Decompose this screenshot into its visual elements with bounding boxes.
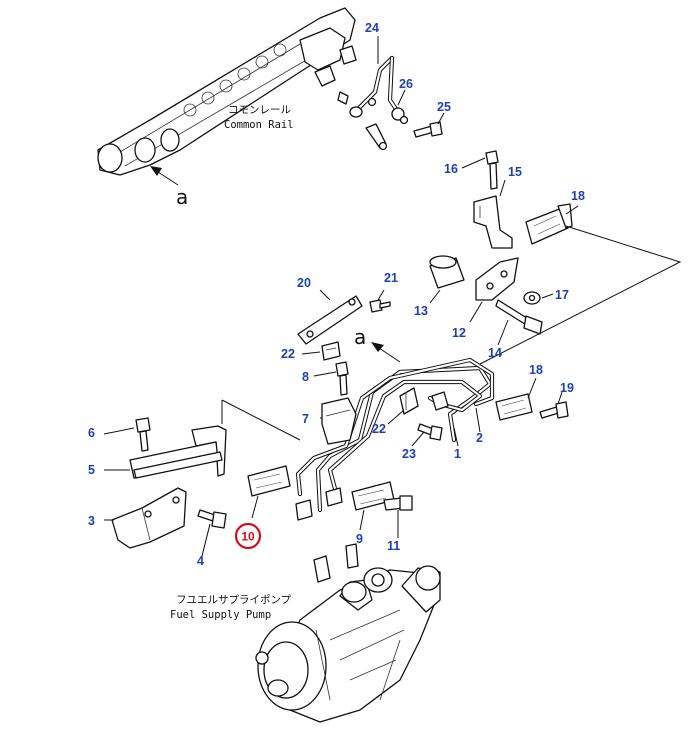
clamp-22-top (321, 341, 341, 361)
highlighted-callout-10[interactable]: 10 (234, 522, 262, 550)
callout-17[interactable]: 17 (555, 288, 569, 302)
clamp-10 (247, 465, 291, 497)
bolt-19 (539, 401, 569, 419)
bolt-23 (417, 423, 443, 441)
bracket-3 (111, 487, 187, 549)
bolt-6 (135, 417, 151, 452)
callout-4[interactable]: 4 (197, 554, 204, 568)
highlight-circle (234, 522, 262, 550)
spacer-13 (429, 255, 465, 289)
bolt-16 (485, 150, 499, 190)
view-marker-a-mid: a (354, 325, 366, 349)
callout-6[interactable]: 6 (88, 426, 95, 440)
return-pipe-24 (349, 55, 409, 151)
callout-20[interactable]: 20 (297, 276, 311, 290)
injection-pipes (295, 357, 495, 521)
callout-25[interactable]: 25 (437, 100, 451, 114)
clamp-7 (321, 397, 357, 445)
view-arrow-mid: a (354, 325, 401, 363)
callout-11[interactable]: 11 (387, 539, 400, 553)
washer-17 (523, 291, 541, 305)
callout-19[interactable]: 19 (560, 381, 574, 395)
callout-1[interactable]: 1 (454, 447, 461, 461)
fuel-pump-label-en: Fuel Supply Pump (170, 609, 271, 621)
callout-13[interactable]: 13 (414, 304, 428, 318)
plate-5 (133, 451, 223, 479)
callouts: 1 2 3 4 5 6 7 8 9 11 12 13 14 15 16 17 1… (88, 21, 585, 568)
common-rail-label-en: Common Rail (224, 119, 294, 131)
bolt-25 (413, 121, 443, 138)
callout-18-top[interactable]: 18 (571, 189, 585, 203)
callout-12[interactable]: 12 (452, 326, 466, 340)
view-arrow-rail: a (150, 166, 188, 209)
callout-26[interactable]: 26 (399, 77, 413, 91)
clamp-18-mid (495, 393, 533, 421)
callout-16[interactable]: 16 (444, 162, 458, 176)
bracket-15 (473, 195, 513, 249)
view-marker-a-top: a (176, 185, 188, 209)
callout-3[interactable]: 3 (88, 514, 95, 528)
clamp-18-top (525, 203, 573, 245)
callout-2[interactable]: 2 (476, 431, 483, 445)
callout-21[interactable]: 21 (384, 271, 398, 285)
bolt-11 (383, 495, 413, 511)
fuel-supply-pump (255, 543, 441, 723)
bolt-21 (369, 299, 391, 313)
bolt-8 (335, 361, 349, 396)
callout-15[interactable]: 15 (508, 165, 522, 179)
common-rail-label-jp: コモンレール (228, 104, 291, 116)
common-rail (97, 7, 357, 176)
bracket-12 (475, 257, 519, 301)
callout-7[interactable]: 7 (302, 412, 309, 426)
callout-9[interactable]: 9 (356, 532, 363, 546)
callout-5[interactable]: 5 (88, 463, 95, 477)
callout-22-mid[interactable]: 22 (372, 422, 386, 436)
stay-20 (297, 295, 363, 345)
callout-23[interactable]: 23 (402, 447, 416, 461)
fuel-pump-label-jp: フユエルサプライポンプ (176, 594, 292, 606)
callout-14[interactable]: 14 (488, 346, 502, 360)
callout-22-left[interactable]: 22 (281, 347, 295, 361)
bolt-14 (495, 299, 543, 335)
bolt-4 (197, 509, 227, 529)
callout-10[interactable]: 10 (241, 530, 255, 544)
callout-18-mid[interactable]: 18 (529, 363, 543, 377)
callout-24[interactable]: 24 (365, 21, 379, 35)
clamp-22-mid (399, 387, 419, 415)
callout-8[interactable]: 8 (302, 370, 309, 384)
